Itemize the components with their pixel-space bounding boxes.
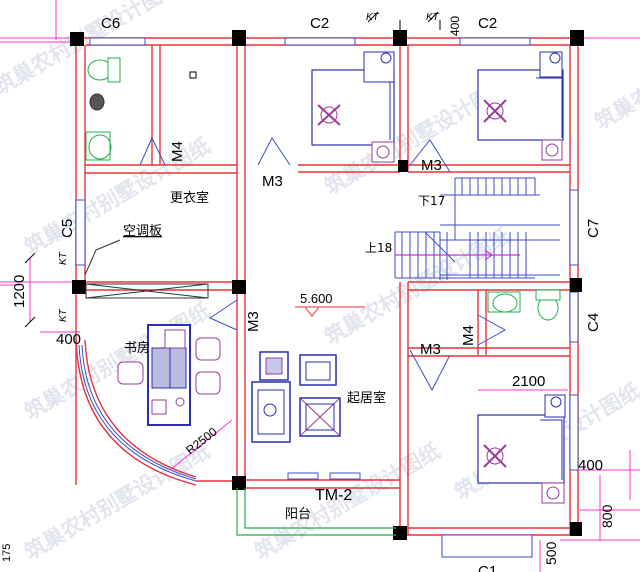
- air-panel-area: [84, 239, 209, 299]
- watermark: 筑巢农村别墅设计图纸: [321, 224, 515, 350]
- dim-500: 500: [543, 541, 559, 565]
- dim-ticks: [24, 11, 441, 328]
- drain-icon: [189, 71, 197, 79]
- windows: [75, 37, 579, 558]
- air-panel-label: 空调板: [123, 224, 162, 239]
- bathroom-upper: [85, 57, 121, 161]
- window-c2-left: [284, 37, 356, 46]
- column: [232, 476, 246, 490]
- elevation-marker: 5.600: [295, 291, 365, 317]
- column: [393, 30, 407, 46]
- door-m4-upper-label: M4: [169, 141, 186, 162]
- bed-lower-right: [477, 394, 566, 504]
- column: [570, 30, 584, 46]
- dim-800: 800: [599, 504, 615, 528]
- dim-400-right: 400: [578, 457, 603, 474]
- washbasin: [492, 293, 518, 313]
- column: [72, 280, 86, 294]
- kt-label: KT: [426, 12, 440, 23]
- window-c2-right: [459, 37, 531, 46]
- dim-400-top: 400: [448, 16, 462, 36]
- door-m3-upper-left: [257, 137, 291, 166]
- column: [570, 522, 582, 536]
- stair-up-label: 上18: [365, 241, 392, 255]
- door-m4-lower-label: M4: [460, 325, 477, 346]
- door-m3-lower-right-label: M3: [420, 341, 441, 358]
- kt-label: KT: [366, 12, 380, 23]
- room-living-label: 起居室: [347, 390, 386, 406]
- basin-counter: [85, 131, 111, 161]
- toilet-tank: [535, 289, 561, 301]
- window-c5-label: C5: [59, 219, 76, 238]
- window-c4: [569, 291, 579, 343]
- kt-label: KT: [58, 308, 69, 322]
- column: [70, 32, 84, 46]
- window-c5: [75, 199, 86, 266]
- room-dressing-label: 更衣室: [170, 190, 209, 206]
- column: [232, 30, 246, 46]
- door-m4-upper: [139, 136, 166, 166]
- radius-dimension: [169, 419, 233, 471]
- bathroom-lower: [487, 289, 561, 321]
- column: [570, 278, 582, 292]
- window-c6-label: C6: [101, 15, 120, 32]
- stair-down-label: 下17: [418, 194, 445, 208]
- window-c4-label: C4: [585, 313, 602, 332]
- bed-upper-left: [311, 51, 395, 163]
- stair-arrows: [395, 249, 520, 261]
- dim-1200: 1200: [11, 275, 28, 308]
- door-tm2-label: TM-2: [315, 487, 352, 504]
- dim-175: 175: [1, 544, 13, 562]
- window-c1: [441, 534, 533, 558]
- living-furniture: [251, 351, 341, 443]
- columns: [70, 30, 584, 540]
- window-c7-label: C7: [585, 219, 602, 238]
- elevation-label: 5.600: [300, 291, 333, 306]
- kt-label: KT: [58, 251, 69, 265]
- dim-400-left: 400: [56, 331, 81, 348]
- door-m3-upper-left-label: M3: [262, 173, 283, 190]
- curved-window: [78, 344, 197, 482]
- dim-2100: 2100: [512, 373, 545, 390]
- window-tm2-a: [287, 472, 319, 480]
- door-m4-lower: [477, 314, 507, 346]
- door-m3-middle-label: M3: [245, 311, 262, 332]
- doors: [139, 136, 507, 392]
- window-c2-right-label: C2: [478, 15, 497, 32]
- column: [232, 280, 246, 294]
- washbasin: [88, 134, 112, 160]
- bed-upper-right: [477, 51, 564, 161]
- study-furniture: [117, 324, 221, 426]
- window-c7: [569, 189, 579, 266]
- column: [393, 526, 407, 540]
- watermark: 筑巢农村别墅设计图纸: [0, 0, 184, 99]
- window-bedroom: [569, 394, 579, 471]
- room-study-label: 书房: [124, 340, 150, 356]
- window-c6: [89, 37, 146, 46]
- watermark: 筑巢农村别墅设计图纸: [591, 9, 640, 135]
- room-balcony-label: 阳台: [285, 507, 311, 522]
- door-m3-middle: [208, 299, 238, 331]
- door-m3-upper-right: [409, 139, 451, 173]
- window-tm2-b: [329, 472, 361, 480]
- window-c2-left-label: C2: [310, 15, 329, 32]
- bidet: [89, 93, 105, 111]
- balcony-railing: [236, 488, 396, 536]
- door-m3-upper-right-label: M3: [421, 157, 442, 174]
- column: [398, 160, 408, 172]
- toilet-tank: [107, 57, 121, 83]
- door-m3-lower-right: [409, 349, 451, 392]
- basin-counter: [487, 291, 521, 313]
- window-c1-label: C1: [478, 563, 497, 572]
